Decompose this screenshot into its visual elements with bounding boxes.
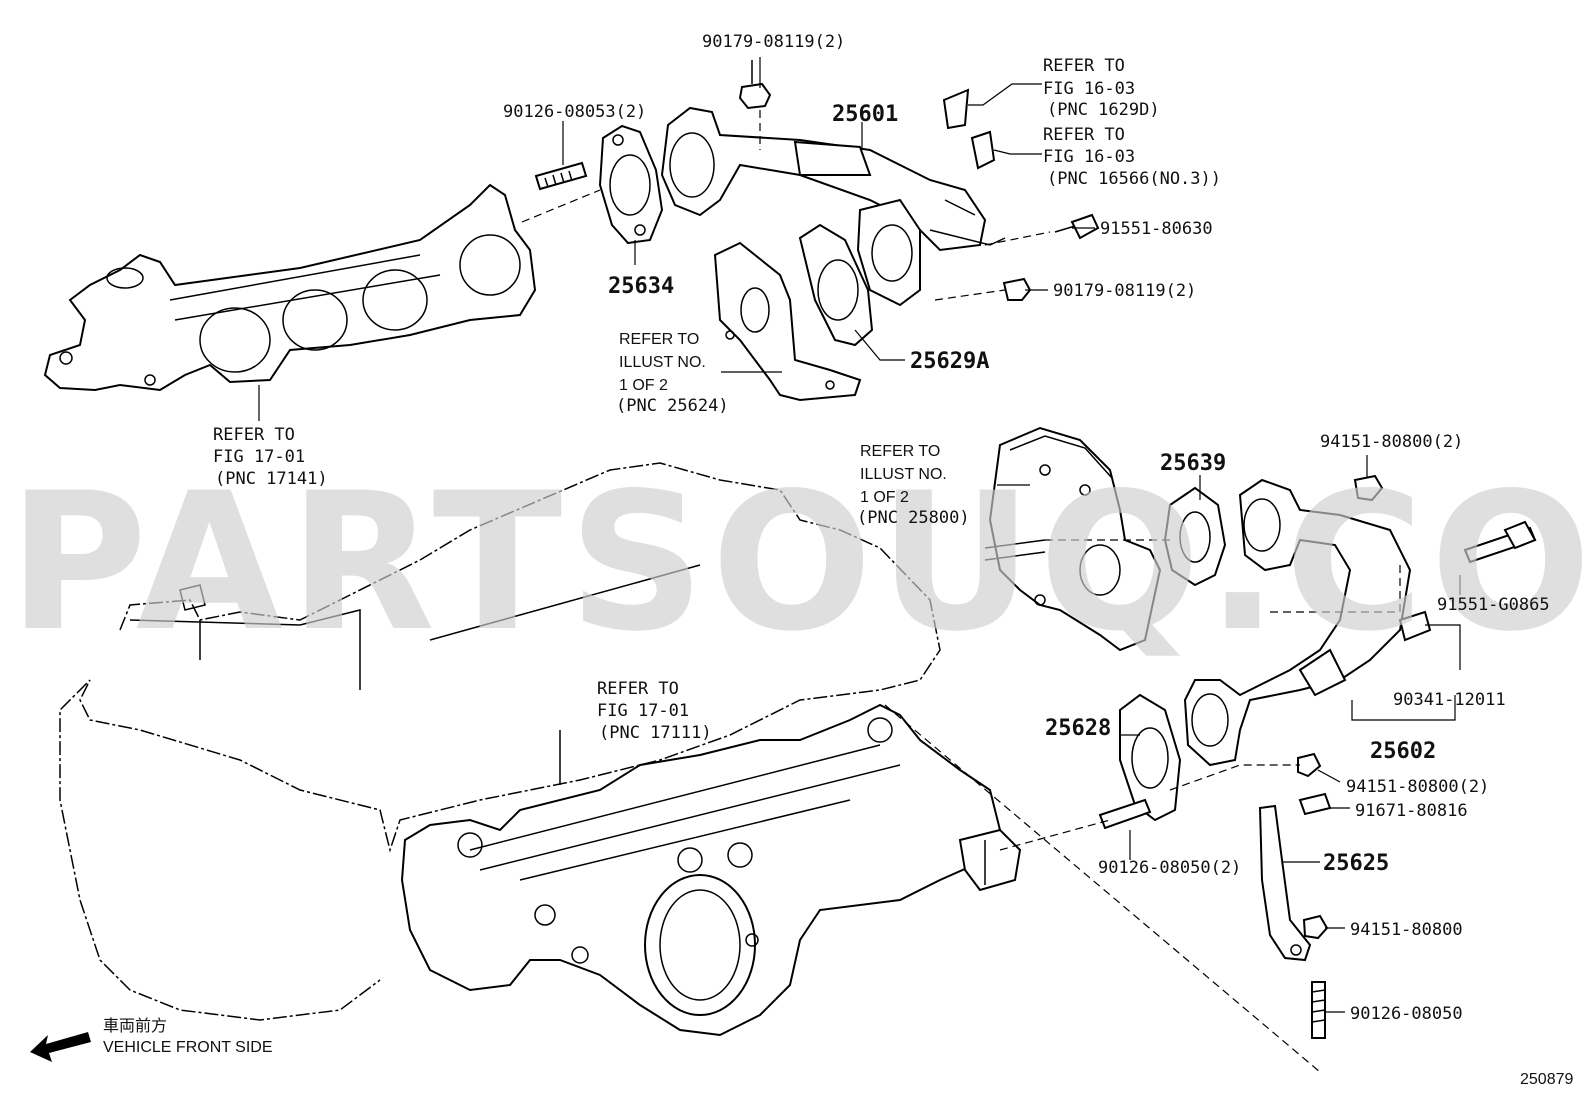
label-91551-g0865: 91551-G0865 (1437, 595, 1550, 615)
ref-fig-17-01-17141: REFER TO FIG 17-01 (PNC 17141) (213, 425, 328, 489)
ref-fig-16-03-16566: REFER TO FIG 16-03 (PNC 16566(NO.3)) (1043, 125, 1221, 189)
plug-90341-12011-drawing (1398, 610, 1432, 642)
svg-text:REFER TO: REFER TO (860, 443, 940, 460)
svg-text:FIG 16-03: FIG 16-03 (1043, 79, 1135, 99)
stud-90126-08050-drawing (1311, 981, 1326, 1039)
ref-illust-25624: REFER TO ILLUST NO. 1 OF 2 (PNC 25624) (616, 331, 729, 416)
label-94151-80800: 94151-80800 (1350, 920, 1463, 940)
label-25601: 25601 (832, 102, 898, 127)
bolt-91551-g0865-drawing (1463, 520, 1537, 564)
label-25639: 25639 (1160, 451, 1226, 476)
stud-90126-08050-2-drawing (1098, 798, 1152, 830)
ref-fig-17-01-17111: REFER TO FIG 17-01 (PNC 17111) (597, 679, 712, 743)
svg-text:REFER TO: REFER TO (597, 679, 679, 699)
exhaust-manifold-drawing (43, 183, 537, 392)
arrow-left-icon (30, 1032, 91, 1062)
label-90341-12011: 90341-12011 (1393, 690, 1506, 710)
svg-text:REFER TO: REFER TO (1043, 56, 1125, 76)
svg-text:(PNC 17141): (PNC 17141) (215, 469, 328, 489)
ref-fig-16-03-1629d: REFER TO FIG 16-03 (PNC 1629D) (1043, 56, 1160, 120)
svg-text:REFER TO: REFER TO (1043, 125, 1125, 145)
label-90126-08050-2: 90126-08050(2) (1098, 858, 1241, 878)
egr-pipe-25602-drawing (1183, 478, 1412, 767)
intake-manifold-drawing (400, 703, 1022, 1037)
svg-text:(PNC 25800): (PNC 25800) (857, 508, 970, 528)
vehicle-front-indicator: 車両前方 VEHICLE FRONT SIDE (30, 1017, 273, 1062)
label-25634: 25634 (608, 274, 674, 299)
leader-lines (258, 57, 1461, 1013)
bolt-91671-80816-drawing (1298, 792, 1332, 816)
svg-text:REFER TO: REFER TO (213, 425, 295, 445)
egr-pipe-25601-drawing (660, 88, 1006, 307)
nut-94151-80800-2-lower-drawing (1297, 752, 1322, 778)
bolt-90179-08119-top-drawing (738, 60, 772, 110)
bolt-91551-80630-drawing (1054, 213, 1100, 240)
svg-text:FIG 17-01: FIG 17-01 (597, 701, 689, 721)
stud-90126-08053-drawing (534, 161, 588, 191)
label-90126-08050: 90126-08050 (1350, 1004, 1463, 1024)
svg-text:(PNC 25624): (PNC 25624) (616, 396, 729, 416)
nut-94151-80800-2-top-drawing (1353, 474, 1384, 502)
label-90179-08119-top: 90179-08119(2) (702, 32, 845, 52)
label-90179-08119-lower: 90179-08119(2) (1053, 281, 1196, 301)
assembly-dashed-lines (521, 110, 1401, 1073)
svg-text:(PNC 16566(NO.3)): (PNC 16566(NO.3)) (1047, 169, 1221, 189)
svg-text:ILLUST NO.: ILLUST NO. (860, 466, 947, 483)
label-94151-80800-2-lower: 94151-80800(2) (1346, 777, 1489, 797)
label-25602: 25602 (1370, 739, 1436, 764)
gasket-25629a-drawing (798, 223, 874, 347)
svg-text:REFER TO: REFER TO (619, 331, 699, 348)
bracket-25624-drawing (713, 241, 862, 402)
direction-japanese: 車両前方 (103, 1017, 167, 1035)
gasket-25628-drawing (1119, 693, 1182, 822)
figure-number: 250879 (1520, 1071, 1573, 1088)
nut-94151-80800-drawing (1302, 914, 1329, 940)
watermark-text: PARTSOUQ.COM (8, 452, 1592, 673)
gasket-25639-drawing (1163, 486, 1227, 587)
svg-text:FIG 17-01: FIG 17-01 (213, 447, 305, 467)
egr-valve-25800-drawing (984, 426, 1162, 652)
label-91551-80630: 91551-80630 (1100, 219, 1213, 239)
gasket-25634-drawing (598, 124, 664, 245)
label-90126-08053: 90126-08053(2) (503, 102, 646, 122)
bracket-25625-drawing (1258, 804, 1312, 962)
label-25625: 25625 (1323, 851, 1389, 876)
engine-block-outline (59, 462, 941, 1021)
label-91671-80816: 91671-80816 (1355, 801, 1468, 821)
direction-english: VEHICLE FRONT SIDE (103, 1039, 273, 1056)
svg-text:ILLUST NO.: ILLUST NO. (619, 354, 706, 371)
bolt-90179-08119-lower-drawing (1002, 277, 1032, 301)
label-94151-80800-2-top: 94151-80800(2) (1320, 432, 1463, 452)
svg-text:1 OF 2: 1 OF 2 (860, 489, 909, 506)
label-25629a: 25629A (910, 349, 989, 374)
svg-text:1 OF 2: 1 OF 2 (619, 377, 668, 394)
svg-text:(PNC 17111): (PNC 17111) (599, 723, 712, 743)
label-25628: 25628 (1045, 716, 1111, 741)
ref-illust-25800: REFER TO ILLUST NO. 1 OF 2 (PNC 25800) (857, 443, 970, 528)
svg-text:FIG 16-03: FIG 16-03 (1043, 147, 1135, 167)
svg-text:(PNC 1629D): (PNC 1629D) (1047, 100, 1160, 120)
